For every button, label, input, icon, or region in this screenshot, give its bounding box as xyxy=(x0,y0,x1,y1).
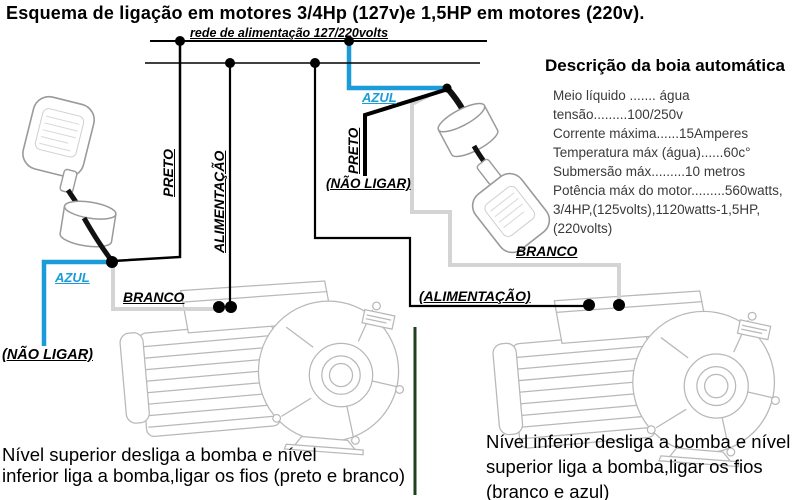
description-line: tensão.........100/250v xyxy=(553,107,683,122)
label-branco-left: BRANCO xyxy=(123,289,185,305)
description-line: Potência máx do motor.........560watts, xyxy=(553,183,783,198)
label-azul-left: AZUL xyxy=(55,270,90,285)
label-branco-right: BRANCO xyxy=(516,243,578,259)
description-line: 3/4HP,(125volts),1120watts-1,5HP, xyxy=(553,202,761,217)
rail-junction-dot xyxy=(175,36,185,46)
label-alimentacao-left: ALIMENTAÇÃO xyxy=(211,150,227,253)
description-line: Temperatura máx (água)......60c° xyxy=(553,145,751,160)
description-line: Submersão máx.........10 metros xyxy=(553,164,746,179)
wire-azul-left xyxy=(41,259,112,346)
wire-preto-right xyxy=(363,88,446,176)
float-switch-left xyxy=(22,95,117,263)
wire-azul-right xyxy=(346,43,446,91)
caption-left-motor: Nível superior desliga a bomba e nível i… xyxy=(2,444,405,486)
label-alimentacao-right: (ALIMENTAÇÃO) xyxy=(419,288,531,304)
wire-preto-left xyxy=(112,42,182,263)
motor-right-terminal-dot xyxy=(613,299,625,311)
wire-alimentacao-right xyxy=(313,64,588,308)
float-right-cable-upper xyxy=(445,87,466,112)
power-rail-label: rede de alimentação 127/220volts xyxy=(190,26,389,40)
float-left-cable-junction-dot xyxy=(106,256,118,268)
label-nao-ligar-left: (NÃO LIGAR) xyxy=(2,347,94,363)
wire-branco-right xyxy=(410,94,621,304)
motor-left-terminal-dot xyxy=(213,301,225,313)
float-description-title: Descrição da boia automática xyxy=(545,56,785,75)
caption-right-motor: Nível inferior desliga a bomba e nível s… xyxy=(486,429,790,500)
float-description-body: Meio líquido ....... água tensão........… xyxy=(553,86,783,238)
float-left-body xyxy=(22,95,95,178)
caption-line: inferior liga a bomba,ligar os fios (pre… xyxy=(2,465,406,486)
label-preto-right: PRETO xyxy=(346,127,361,174)
float-switch-right xyxy=(437,87,551,254)
description-line: Meio líquido ....... água xyxy=(553,88,690,103)
float-right-body xyxy=(471,172,551,254)
label-preto-left: PRETO xyxy=(160,149,176,197)
label-azul-right: AZUL xyxy=(362,90,397,105)
rail-junction-dot xyxy=(310,58,320,68)
rail-junction-dot xyxy=(225,58,235,68)
wire-branco-left xyxy=(111,262,219,311)
label-nao-ligar-right: (NÃO LIGAR) xyxy=(326,176,411,191)
float-right-weight xyxy=(437,102,499,158)
caption-line: Nível superior desliga a bomba e nível xyxy=(2,444,317,465)
float-left-gland xyxy=(59,168,78,194)
caption-line: Nível inferior desliga a bomba e nível xyxy=(486,431,791,452)
description-line: (220volts) xyxy=(553,221,613,236)
float-right-cable-junction-dot xyxy=(442,83,452,93)
caption-line: (branco e azul) xyxy=(486,481,610,500)
description-line: Corrente máxima......15Amperes xyxy=(553,126,749,141)
caption-line: superior liga a bomba,ligar os fios xyxy=(486,456,763,477)
rail-junction-dot xyxy=(344,36,354,46)
main-title: Esquema de ligação em motores 3/4Hp (127… xyxy=(6,3,645,23)
motor-right-terminal-dot xyxy=(583,299,595,311)
motor-left-terminal-dot xyxy=(225,301,237,313)
